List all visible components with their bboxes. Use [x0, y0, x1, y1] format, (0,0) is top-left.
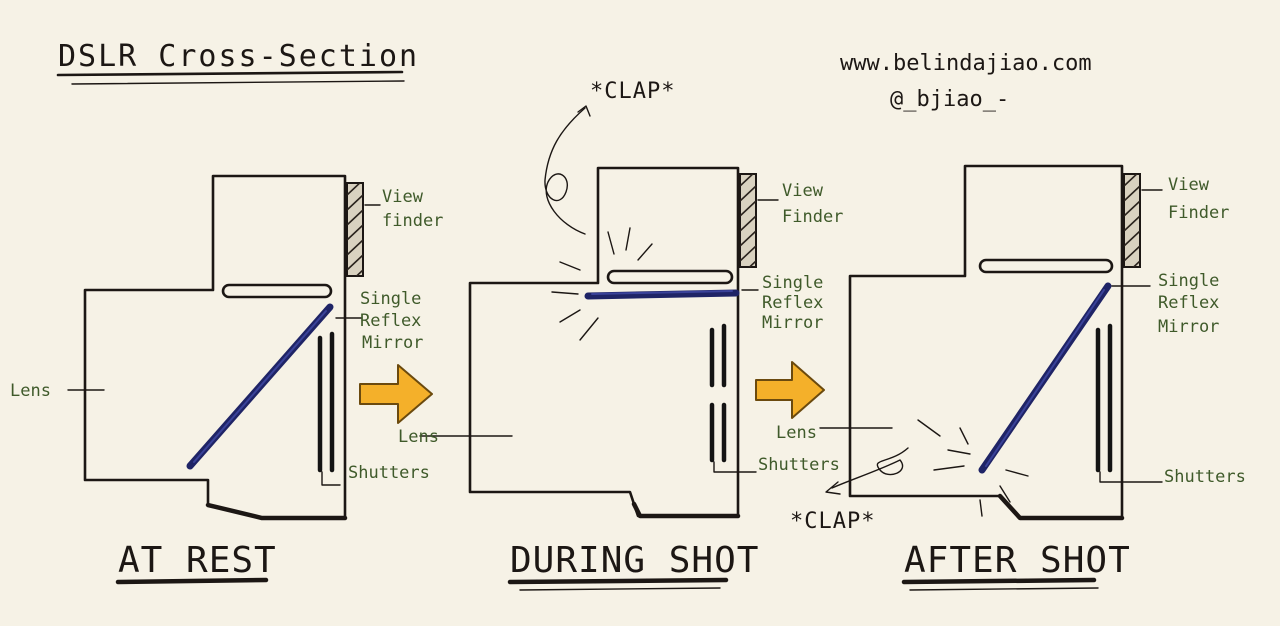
caption-during-shot: DURING SHOT — [510, 540, 759, 581]
label-single: Single — [762, 273, 823, 293]
clap-squiggle — [831, 447, 909, 489]
clap-arrowhead — [825, 481, 841, 495]
impact-burst — [551, 227, 653, 341]
panel-after-shot: *CLAP* View Finder Single Reflex Mirror … — [776, 164, 1246, 591]
handle-text: @_bjiao_- — [890, 87, 1009, 112]
label-view: View — [782, 181, 824, 201]
label-reflex: Reflex — [360, 311, 421, 331]
title-underline — [56, 70, 404, 77]
caption-underline-2 — [909, 587, 1099, 591]
impact-burst — [917, 419, 1029, 517]
body-shadow — [205, 502, 348, 521]
caption-after-shot: AFTER SHOT — [904, 540, 1131, 581]
label-finder: Finder — [1168, 203, 1229, 223]
shutter-leader — [321, 471, 341, 486]
shutter-leader — [1099, 471, 1163, 483]
camera-body — [468, 166, 740, 518]
reflex-mirror — [584, 289, 740, 300]
shutter-leader — [713, 461, 757, 473]
panel-at-rest: View finder Single Reflex Mirror Lens Sh… — [10, 174, 443, 585]
caption-at-rest: AT REST — [118, 540, 277, 581]
label-mirror: Mirror — [362, 333, 423, 353]
clap-text-top: *CLAP* — [590, 79, 675, 104]
viewfinder-hatch — [1124, 174, 1140, 267]
camera-body — [83, 174, 347, 520]
label-lens: Lens — [10, 381, 51, 401]
label-view: View — [1168, 175, 1210, 195]
label-lens: Lens — [776, 423, 817, 443]
website-text: www.belindajiao.com — [840, 51, 1092, 76]
mirror-highlight — [985, 289, 1105, 467]
label-reflex: Reflex — [762, 293, 823, 313]
focusing-screen — [221, 283, 333, 299]
label-shutters: Shutters — [348, 463, 430, 483]
body-shadow — [997, 493, 1125, 521]
clap-squiggle — [544, 107, 586, 235]
focusing-screen — [606, 269, 734, 285]
label-view: View — [382, 187, 424, 207]
label-mirror: Mirror — [762, 313, 823, 333]
clap-text-bottom: *CLAP* — [790, 509, 875, 534]
panel-during-shot: *CLAP* View Finder Single Reflex Mirror … — [398, 79, 843, 591]
title-underline-2 — [71, 80, 405, 85]
arrow-right-2 — [755, 361, 825, 419]
caption-underline-2 — [519, 587, 721, 591]
label-single: Single — [360, 289, 421, 309]
caption-underline — [901, 577, 1097, 585]
clap-arrowhead — [577, 105, 591, 117]
label-reflex: Reflex — [1158, 293, 1219, 313]
body-shadow — [631, 501, 741, 519]
label-mirror: Mirror — [1158, 317, 1219, 337]
arrow-right-1 — [359, 364, 433, 424]
page-title: DSLR Cross-Section — [58, 39, 419, 74]
label-single: Single — [1158, 271, 1219, 291]
label-lens: Lens — [398, 427, 439, 447]
focusing-screen — [978, 258, 1114, 274]
caption-underline — [115, 577, 269, 585]
label-finder: finder — [382, 211, 443, 231]
header: DSLR Cross-Section www.belindajiao.com @… — [56, 39, 1092, 112]
viewfinder-hatch — [740, 174, 756, 267]
label-shutters: Shutters — [758, 455, 840, 475]
mirror-highlight — [591, 290, 733, 295]
label-shutters: Shutters — [1164, 467, 1246, 487]
caption-underline — [507, 577, 729, 585]
mirror-highlight — [193, 310, 327, 463]
viewfinder-hatch — [347, 183, 363, 276]
label-finder: Finder — [782, 207, 843, 227]
